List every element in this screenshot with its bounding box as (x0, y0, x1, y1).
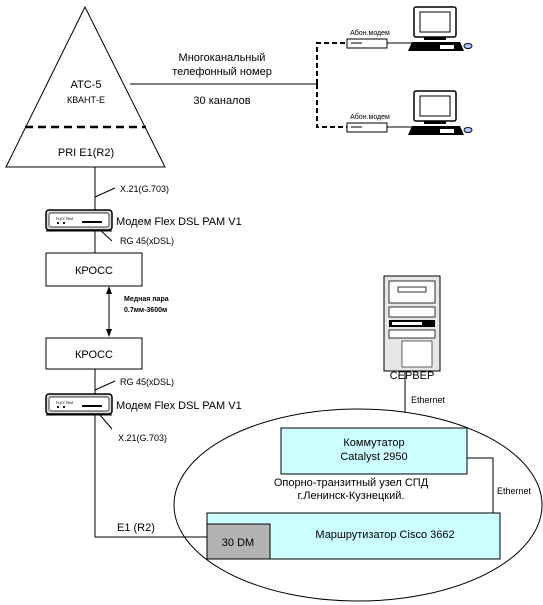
subscriber-line-top (316, 42, 347, 84)
link-modem-router (94, 415, 207, 538)
modem-top: X.21(G.703) FLEX PAM Модем Flex DSL PAM … (45, 184, 242, 246)
svg-text:FLEX PAM: FLEX PAM (56, 217, 73, 221)
ethernet-right-label: Ethernet (497, 486, 532, 496)
pbx-interface: PRI E1(R2) (58, 147, 114, 159)
modem-bottom: RG 45(xDSL) FLEX PAM Модем Flex DSL PAM … (45, 377, 242, 443)
subscriber-modem-label: Абон.модем (350, 29, 390, 37)
subscriber-modem-label: Абон.модем (350, 113, 390, 121)
cross-bottom-label: КРОСС (75, 349, 113, 361)
server: СЕРВЕР (383, 275, 441, 382)
modem-bottom-name: Модем Flex DSL PAM V1 (116, 400, 242, 412)
subscriber-bottom: Абон.модем (346, 90, 473, 135)
router-module (206, 523, 271, 560)
switch-label-2: Catalyst 2950 (340, 451, 407, 463)
arrow-up-icon (106, 286, 112, 294)
arrow-down-icon (106, 329, 112, 337)
link-switch-router (467, 457, 494, 513)
router: 30 DM Маршрутизатор Cisco 3662 (206, 512, 501, 560)
trunk-channels: 30 каналов (193, 95, 250, 107)
modem-top-port-lower: RG 45(xDSL) (120, 236, 174, 246)
subscriber-line-bottom (316, 84, 347, 128)
computer-icon (408, 6, 473, 51)
pbx-name: АТС-5 (71, 79, 102, 91)
modem-bottom-port-upper: RG 45(xDSL) (120, 377, 174, 387)
pbx-triangle: АТС-5 КВАНТ-Е PRI E1(R2) (5, 5, 166, 168)
subscriber-top: Абон.модем (346, 6, 473, 51)
computer-icon (408, 90, 473, 135)
node-label-1: Опорно-транзитный узел СПД (274, 477, 429, 489)
trunk-label-1: Многоканальный (179, 52, 266, 64)
router-label: Маршрутизатор Cisco 3662 (315, 529, 454, 541)
modem-bottom-port-lower: X.21(G.703) (118, 433, 167, 443)
ethernet-top-label: Ethernet (411, 395, 446, 405)
trunk: Многоканальный телефонный номер 30 канал… (130, 42, 347, 128)
node-label-2: г.Ленинск-Кузнецкий. (298, 490, 405, 502)
e1-label: E1 (R2) (117, 522, 155, 534)
cross-top: КРОСС (45, 252, 143, 287)
svg-text:FLEX PAM: FLEX PAM (56, 401, 73, 405)
copper-label-2: 0.7мм-3600м (124, 307, 167, 314)
router-module-label: 30 DM (222, 537, 254, 549)
trunk-label-2: телефонный номер (172, 66, 272, 78)
cross-bottom: КРОСС (45, 337, 143, 370)
modem-top-port-upper: X.21(G.703) (120, 184, 169, 194)
cross-top-label: КРОСС (75, 265, 113, 277)
switch: Коммутатор Catalyst 2950 (280, 427, 468, 475)
server-label: СЕРВЕР (390, 370, 435, 382)
modem-top-name: Модем Flex DSL PAM V1 (116, 216, 242, 228)
switch-label-1: Коммутатор (343, 437, 404, 449)
copper-label-1: Медная пара (124, 296, 169, 303)
pbx-model: КВАНТ-Е (67, 95, 105, 105)
copper-pair: Медная пара 0.7мм-3600м (106, 286, 169, 337)
